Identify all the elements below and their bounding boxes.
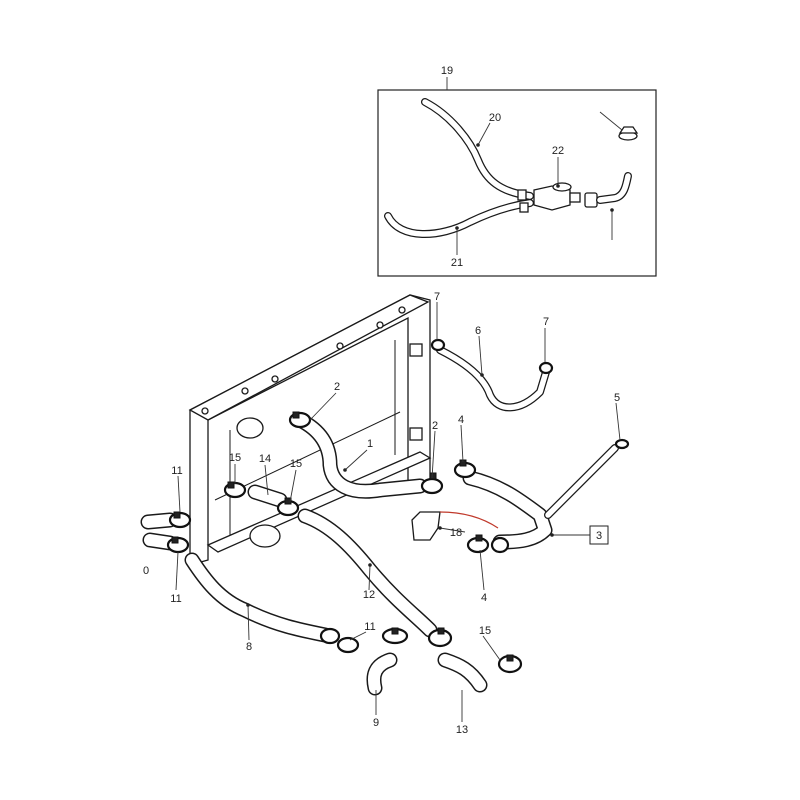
- vent-cap: [618, 126, 639, 141]
- callout-15b: 15: [290, 458, 302, 470]
- callout-9: 9: [373, 717, 379, 729]
- callout-18: 20: [489, 112, 501, 124]
- callout-6: 6: [475, 325, 481, 337]
- callout-5: 5: [614, 392, 620, 404]
- callout-8: 8: [246, 641, 252, 653]
- callout-10: 0: [143, 565, 149, 577]
- callout-17: 19: [441, 65, 453, 77]
- callout-2b: 2: [432, 420, 438, 432]
- callout-11b: 11: [170, 593, 181, 605]
- bracket-16: [411, 511, 441, 541]
- callout-1: 1: [367, 438, 373, 450]
- callout-16: 18: [450, 527, 462, 539]
- callout-2a: 2: [334, 381, 340, 393]
- callout-19: 21: [451, 257, 463, 269]
- callout-11a: 11: [171, 465, 182, 477]
- callout-15a: 15: [229, 452, 241, 464]
- callout-15c: 15: [479, 625, 491, 637]
- callout-7a: 7: [434, 291, 440, 303]
- callout-20: 22: [552, 145, 564, 157]
- radiator-frame: [188, 294, 432, 566]
- callout-3-box: [589, 525, 609, 545]
- leader-dots: [246, 143, 614, 607]
- callout-13: 13: [456, 724, 468, 736]
- hose-8: [184, 552, 333, 643]
- inset-vent-hose-assembly: [377, 89, 657, 277]
- callout-4b: 4: [481, 592, 487, 604]
- callout-3: 3: [596, 530, 602, 542]
- leader-lines: [175, 77, 623, 722]
- callout-12: 12: [363, 589, 375, 601]
- callout-14: 14: [259, 453, 271, 465]
- callout-4a: 4: [458, 414, 464, 426]
- callout-labels: 19 20 22 21 7 6 7 2 5 1 2 4 15 14 15 11 …: [143, 65, 620, 736]
- callout-11c: 11: [364, 621, 375, 633]
- callout-7b: 7: [543, 316, 549, 328]
